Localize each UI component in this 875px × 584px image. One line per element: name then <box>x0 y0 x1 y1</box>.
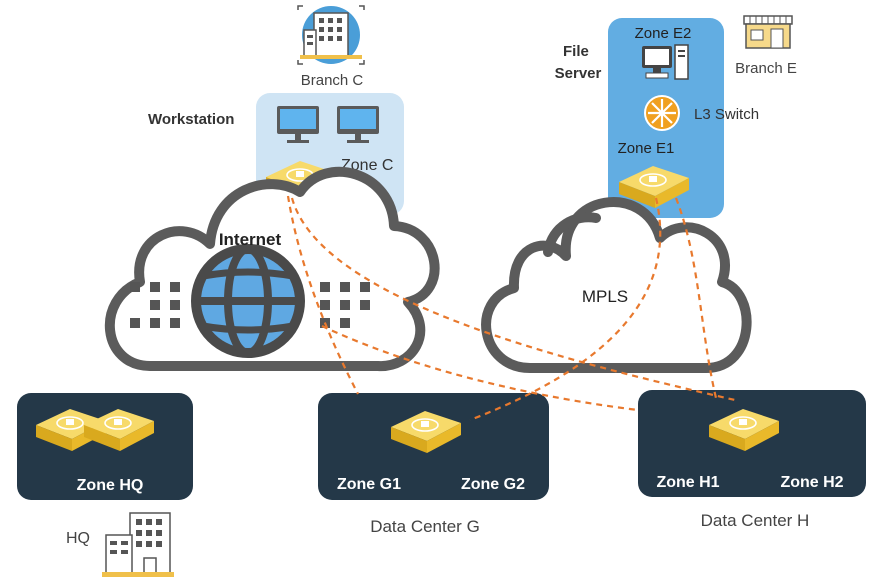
internet-label: Internet <box>219 230 282 249</box>
zone-g1-label: Zone G1 <box>337 476 401 493</box>
file-server-icon <box>642 44 689 80</box>
link-branch-e-to-dc-h <box>674 197 718 399</box>
link-branch-c-to-dc-g <box>286 195 359 395</box>
sdwan-links <box>286 195 736 422</box>
zone-hq-label: Zone HQ <box>77 477 144 494</box>
hq-building-icon <box>102 512 174 577</box>
zone-e1-label: Zone E1 <box>618 140 675 157</box>
link-dc-g-to-dc-h <box>321 325 639 412</box>
zone-h1-label: Zone H1 <box>656 474 719 491</box>
l3-switch-icon <box>644 95 680 131</box>
hq-label: HQ <box>66 530 90 547</box>
branch-c-label: Branch C <box>301 72 364 89</box>
zone-g2-label: Zone G2 <box>461 476 525 493</box>
zone-e2-label: Zone E2 <box>635 25 692 42</box>
branch-e-label: Branch E <box>735 60 797 77</box>
zone-h2-label: Zone H2 <box>780 474 843 491</box>
workstation-label: Workstation <box>148 111 234 128</box>
file-server-label: File Server <box>555 43 602 82</box>
l3-switch-label: L3 Switch <box>694 106 759 123</box>
link-branch-c-to-dc-h <box>290 197 736 402</box>
link-branch-e-to-dc-g <box>469 197 662 422</box>
branch-e-store-icon <box>743 15 793 49</box>
branch-c-building-icon <box>297 5 365 65</box>
data-center-g-label: Data Center G <box>370 517 480 536</box>
globe-icon <box>191 244 305 358</box>
mpls-label: MPLS <box>582 287 628 306</box>
data-center-h-label: Data Center H <box>701 511 810 530</box>
mpls-cloud-icon <box>481 197 752 373</box>
